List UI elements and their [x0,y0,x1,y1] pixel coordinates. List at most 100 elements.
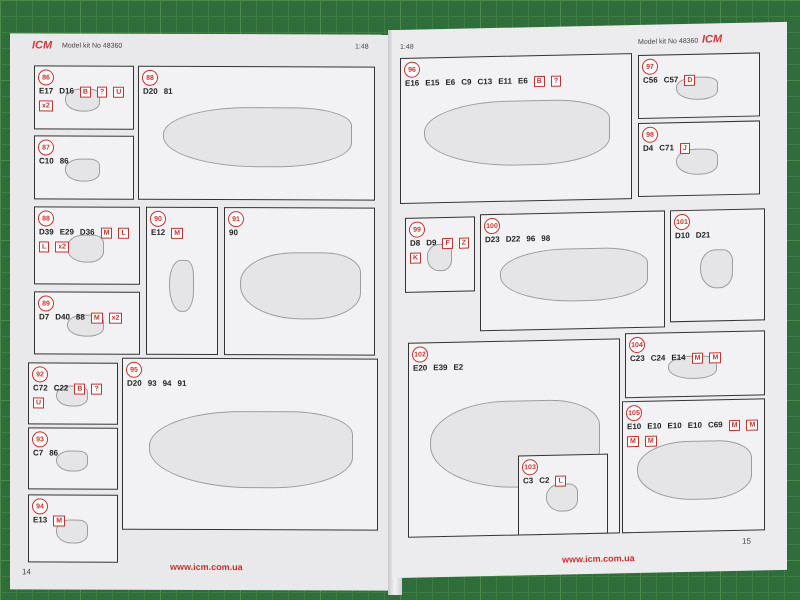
part-label: C69 [707,420,723,430]
paint-marker: B [533,75,545,88]
part-label: 91 [177,378,187,388]
helicopter-drawing [637,439,752,501]
part-label: D36 [79,227,95,237]
part-label: 96 [526,234,536,244]
step-number: 98 [642,126,658,143]
paint-marker: D [684,74,696,87]
step-number: 97 [642,58,658,75]
step-number: 93 [32,431,48,448]
part-label: C9 [461,77,472,87]
paint-marker: ? [550,75,562,87]
scale: 1:48 [400,43,414,51]
part-label: E12 [151,227,166,237]
step-number: 90 [150,210,166,227]
part-drawing [66,234,104,263]
part-label: E2 [453,362,464,372]
part-label: 81 [163,86,173,96]
part-label: 86 [59,156,69,166]
paint-marker: J [679,142,690,155]
part-label: D7 [39,312,50,322]
part-label: D23 [485,234,500,245]
part-label: D10 [675,230,690,241]
step-number: 88 [38,210,54,227]
paint-marker: x2 [55,241,70,253]
model-kit-number: Model kit No 48360 [62,42,123,50]
step-number: 105 [626,404,642,422]
step-number: 92 [32,366,48,383]
part-drawing [168,259,194,312]
part-label: C3 [523,476,534,486]
helicopter-drawing [148,410,354,489]
page-number: 15 [742,536,751,546]
part-label: E11 [498,76,512,86]
part-label: 90 [229,228,238,238]
part-label: C56 [643,75,658,85]
helicopter-drawing [424,98,610,168]
part-label: D40 [55,312,70,322]
part-label: D8 [410,238,421,248]
paint-marker: x2 [39,100,53,112]
part-label: E14 [671,352,686,363]
left-page: ICM Model kit No 48360 1:48 www.icm.com.… [10,33,395,591]
part-label: D20 [143,86,158,96]
part-label: E16 [405,78,420,88]
paint-marker: ? [91,383,102,395]
paint-marker: M [709,352,722,364]
part-label: 98 [541,233,551,244]
paint-marker: M [171,227,184,239]
paint-marker: U [113,86,125,98]
paint-marker: M [746,419,759,431]
step-number: 104 [629,336,645,354]
part-drawing [65,158,100,182]
part-label: E6 [517,76,528,86]
step-number: 103 [522,459,538,476]
page-number: 14 [22,567,31,577]
step-number: 99 [409,221,425,238]
paint-marker: L [118,227,129,239]
part-label: C72 [33,383,48,393]
website-url: www.icm.com.ua [170,561,243,573]
paint-marker: M [644,435,657,447]
paint-marker: F [442,237,453,250]
step-number: 101 [674,213,690,231]
part-label: C24 [650,353,666,363]
paint-marker: L [39,241,50,253]
part-label: E10 [667,421,682,431]
part-label: E10 [627,421,642,432]
step-number: 87 [38,139,54,156]
paint-marker: ? [96,86,108,98]
part-drawing [546,483,578,512]
paint-marker: x2 [108,312,123,324]
part-label: C10 [39,156,54,166]
paint-marker: M [691,352,704,364]
paint-marker: B [74,383,86,395]
paint-marker: M [627,435,639,448]
paint-marker: B [79,86,91,98]
part-label: C13 [477,77,493,87]
helicopter-drawing [499,246,648,303]
right-page: 1:48 Model kit No 48360 ICM www.icm.com.… [392,21,787,579]
icm-logo: ICM [702,33,723,46]
step-number: 86 [38,69,54,86]
part-drawing [56,450,88,472]
website-url: www.icm.com.ua [562,553,635,565]
step-number: 89 [38,295,54,312]
part-label: E13 [33,515,48,525]
paint-marker: L [555,475,566,487]
step-number: 91 [228,211,244,228]
